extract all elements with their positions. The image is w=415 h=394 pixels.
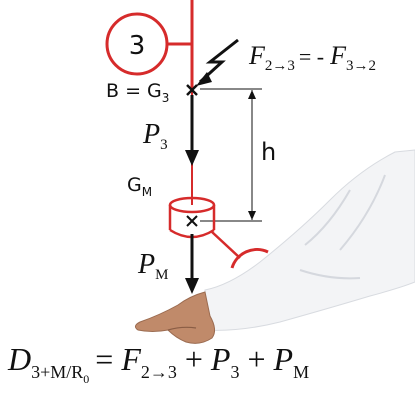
- dynamic-resultant-equation: D3+M/R0=F2→3+P3+PM: [7, 341, 309, 386]
- sleeve-fold-2: [339, 174, 386, 251]
- gm-label: GM: [127, 174, 152, 199]
- hand: [134, 291, 216, 344]
- sleeve-fold-1: [304, 189, 351, 246]
- dimension-h-bottom-arrow-icon: [248, 211, 256, 220]
- svg-text:F2→3= -F3→2: F2→3= -F3→2: [248, 41, 376, 74]
- gm-marker-icon: [186, 215, 198, 227]
- force-relation: F2→3= -F3→2: [248, 41, 376, 74]
- body-m-link: [211, 231, 241, 259]
- svg-text:D3+M/R0=F2→3+P3+PM: D3+M/R0=F2→3+P3+PM: [7, 341, 309, 386]
- point-b-marker-icon: [186, 84, 198, 96]
- weight3-label: P3: [142, 119, 168, 153]
- presenter-arm: [134, 149, 415, 344]
- weightM-label: PM: [137, 249, 168, 283]
- weightM-arrow-head-icon: [185, 278, 199, 294]
- weight3-arrow-head-icon: [185, 150, 199, 166]
- lightning-tip-icon: [196, 72, 212, 86]
- contact-lightning-icon: [198, 38, 239, 84]
- dimension-h-top-arrow-icon: [248, 90, 256, 99]
- point-b-label: B = G3: [106, 80, 169, 105]
- body2-circle-partial: [230, 248, 269, 269]
- hand-finger-detail: [167, 326, 197, 331]
- body3-label: 3: [129, 31, 146, 61]
- distance-label: h: [261, 138, 276, 166]
- sleeve-fold-3: [299, 269, 361, 280]
